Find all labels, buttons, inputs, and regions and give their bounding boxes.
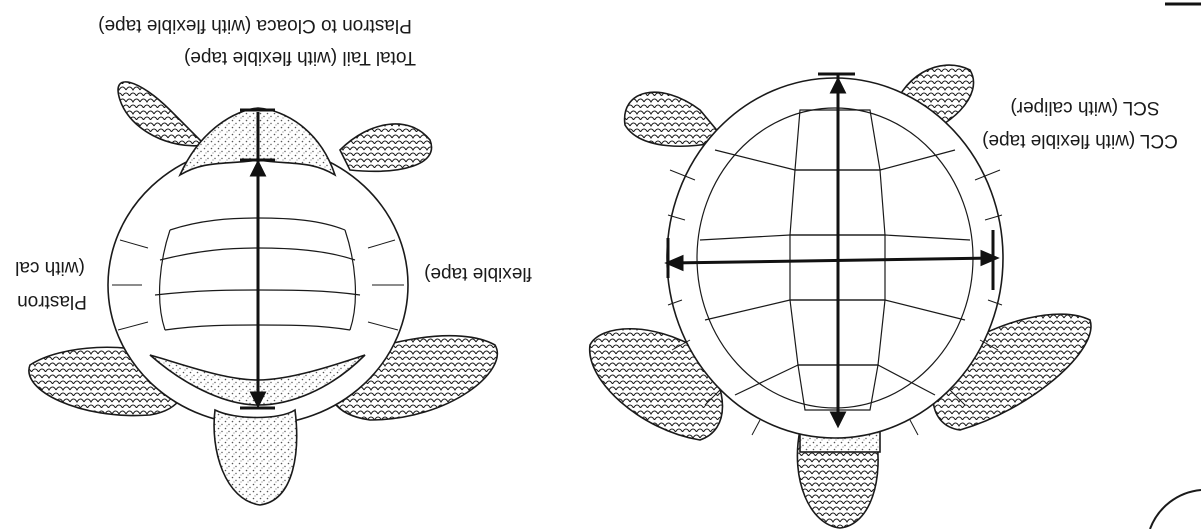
label-ccl: CCL (with flexible tape) [982,130,1178,151]
rear-right-flipper [340,124,432,171]
label-with-cal: (with cal [15,257,85,278]
label-total-tail: Total Tail (with flexible tape) [184,47,416,68]
label-plastron-to-cloaca: Plastron to Cloaca (with flexible tape) [98,15,412,36]
label-flexible-tape: flexible tape) [424,263,532,284]
head-region [214,410,297,505]
rear-left-flipper [118,82,205,146]
label-scl: SCL (with caliper) [1010,97,1159,118]
plastron-view-turtle [29,82,497,505]
page-corner-circle [1150,490,1201,529]
label-plastron: Plastron [17,291,87,312]
